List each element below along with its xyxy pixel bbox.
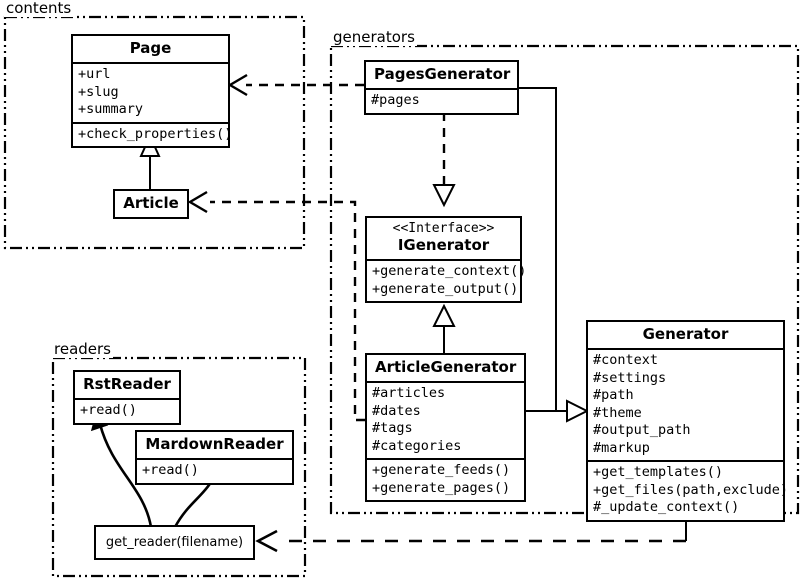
package-label-contents: contents: [4, 0, 74, 17]
attribute: +slug: [78, 83, 119, 100]
class-generator[interactable]: Generator #context #settings #path #them…: [586, 320, 789, 522]
attribute: #theme: [593, 404, 642, 421]
function-get-reader[interactable]: get_reader(filename): [94, 525, 255, 560]
class-pagesgenerator-title: PagesGenerator: [374, 65, 511, 83]
operation: #_update_context(): [593, 499, 740, 515]
class-generator-attributes: #context #settings #path #theme #output_…: [588, 348, 783, 460]
class-page[interactable]: Page +url +slug +summary +check_properti…: [71, 34, 233, 148]
package-label-readers: readers: [52, 340, 113, 358]
class-igenerator-stereotype: <<Interface>>: [392, 221, 495, 236]
attribute: #output_path: [593, 422, 691, 438]
package-label-generators: generators: [331, 28, 417, 46]
operation: +generate_feeds(): [372, 462, 511, 478]
class-igenerator-title: IGenerator: [397, 236, 490, 254]
relation-articlegenerator-to-igenerator: [432, 303, 456, 354]
class-articlegenerator-title: ArticleGenerator: [375, 358, 517, 376]
class-mardownreader-operations: +read(): [137, 458, 292, 483]
operation: +read(): [142, 462, 199, 478]
class-article[interactable]: Article: [113, 189, 189, 219]
relation-articlegenerator-to-article: [187, 190, 365, 422]
class-generator-operations: +get_templates() +get_files(path,exclude…: [588, 460, 789, 520]
attribute: #tags: [372, 420, 413, 436]
attribute: +url: [78, 66, 111, 82]
attribute: #settings: [593, 369, 667, 386]
relation-pagesgenerator-to-generator: [519, 87, 568, 412]
class-articlegenerator-operations: +generate_feeds() +generate_pages(): [367, 458, 524, 500]
class-rstreader[interactable]: RstReader +read(): [73, 370, 181, 425]
package-frame-generators: [329, 44, 800, 515]
class-article-title: Article: [123, 194, 179, 212]
class-page-title: Page: [129, 39, 172, 57]
relation-articlegenerator-to-generator: [526, 399, 590, 423]
attribute: #markup: [593, 439, 650, 456]
class-pagesgenerator-attributes: #pages: [366, 88, 517, 113]
attribute: #articles: [372, 385, 446, 401]
class-rstreader-title: RstReader: [83, 375, 171, 393]
class-articlegenerator[interactable]: ArticleGenerator #articles #dates #tags …: [365, 353, 526, 502]
class-page-attributes: +url +slug +summary: [73, 62, 228, 122]
function-get-reader-label: get_reader(filename): [105, 535, 244, 550]
package-frame-contents: [3, 15, 306, 250]
class-pagesgenerator[interactable]: PagesGenerator #pages: [364, 60, 519, 115]
attribute: #dates: [372, 402, 421, 419]
class-mardownreader[interactable]: MardownReader +read(): [135, 430, 294, 485]
attribute: #pages: [371, 92, 420, 108]
operation: +generate_output(): [372, 280, 519, 297]
attribute: +summary: [78, 101, 144, 117]
relation-pagesgenerator-to-page: [227, 73, 364, 97]
class-igenerator[interactable]: <<Interface>> IGenerator +generate_conte…: [365, 216, 527, 303]
attribute: #categories: [372, 437, 462, 454]
class-igenerator-operations: +generate_context() +generate_output(): [367, 259, 527, 301]
attribute: #context: [593, 352, 659, 368]
class-mardownreader-title: MardownReader: [145, 435, 284, 453]
operation: +check_properties(): [78, 125, 233, 142]
class-generator-title: Generator: [642, 325, 729, 343]
operation: +generate_pages(): [372, 479, 511, 496]
class-page-operations: +check_properties(): [73, 121, 233, 147]
relation-pagesgenerator-to-igenerator: [432, 112, 456, 208]
operation: +read(): [80, 402, 137, 418]
class-rstreader-operations: +read(): [75, 398, 179, 423]
class-articlegenerator-attributes: #articles #dates #tags #categories: [367, 381, 524, 458]
operation: +generate_context(): [372, 263, 527, 279]
operation: +get_templates(): [593, 464, 724, 480]
operation: +get_files(path,exclude): [593, 481, 789, 498]
package-frame-readers: [51, 356, 307, 578]
attribute: #path: [593, 387, 634, 403]
